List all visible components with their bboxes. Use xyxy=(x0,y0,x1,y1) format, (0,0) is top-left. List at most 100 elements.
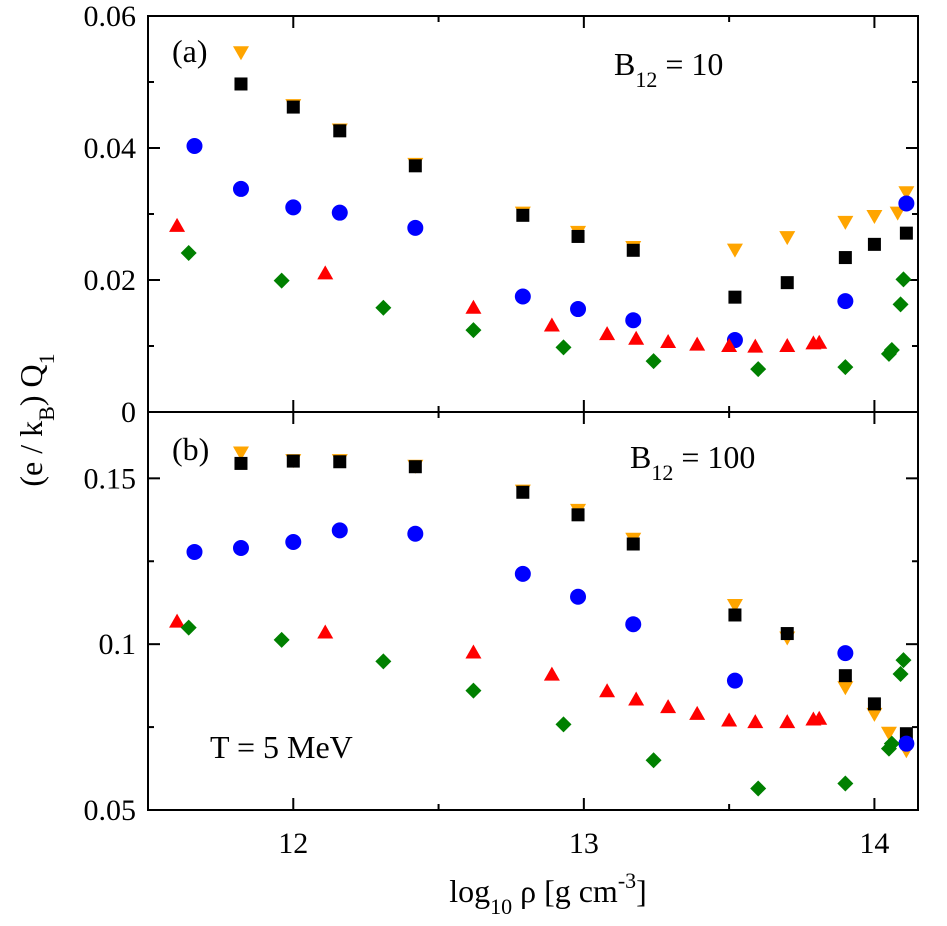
data-point-diamond xyxy=(883,341,900,358)
data-point-circle xyxy=(570,301,587,318)
data-point-square xyxy=(780,627,794,641)
data-point-square xyxy=(408,159,422,173)
data-point-square xyxy=(626,537,640,551)
data-point-diamond xyxy=(895,652,912,669)
data-point-triangle-up xyxy=(811,710,828,725)
data-point-diamond xyxy=(645,752,662,769)
data-point-circle xyxy=(331,204,348,221)
y-tick-label: 0.1 xyxy=(99,628,137,661)
data-point-diamond xyxy=(375,299,392,316)
data-point-circle xyxy=(726,672,743,689)
data-point-triangle-down xyxy=(898,186,915,201)
data-point-square xyxy=(286,100,300,114)
data-point-square xyxy=(286,454,300,468)
panel-a-label: (a) xyxy=(172,33,208,69)
data-point-circle xyxy=(186,138,203,155)
data-point-square xyxy=(867,697,881,711)
data-point-diamond xyxy=(883,735,900,752)
x-axis-label: log10 ρ [g cm-3] xyxy=(449,868,647,919)
data-point-triangle-up xyxy=(628,330,645,345)
data-point-diamond xyxy=(645,353,662,370)
data-point-triangle-up xyxy=(689,705,706,720)
data-point-square xyxy=(234,456,248,470)
panel-b-markers xyxy=(169,446,915,797)
data-point-circle xyxy=(407,525,424,542)
data-point-circle xyxy=(625,616,642,633)
y-tick-label: 0 xyxy=(121,396,136,429)
data-point-diamond xyxy=(837,775,854,792)
y-axis-label: (e / kB) Q1 xyxy=(13,353,59,486)
data-point-diamond xyxy=(837,359,854,376)
data-point-circle xyxy=(331,522,348,539)
data-point-triangle-up xyxy=(811,334,828,349)
panel-b-ticks: 0.050.10.15 xyxy=(84,462,918,827)
data-point-triangle-up xyxy=(465,299,482,314)
data-point-diamond xyxy=(465,682,482,699)
data-point-square xyxy=(408,460,422,474)
data-point-triangle-down xyxy=(779,231,796,246)
data-point-square xyxy=(728,608,742,622)
data-point-triangle-up xyxy=(747,714,764,729)
data-point-square xyxy=(838,251,852,265)
data-point-square xyxy=(333,455,347,469)
data-point-diamond xyxy=(895,271,912,288)
data-point-square xyxy=(516,485,530,499)
panel-a-markers xyxy=(169,46,915,378)
panel-b-frame xyxy=(147,411,919,811)
data-point-square xyxy=(899,226,913,240)
data-point-diamond xyxy=(750,361,767,378)
data-point-square xyxy=(838,669,852,683)
data-point-diamond xyxy=(892,666,909,683)
data-point-triangle-up xyxy=(543,666,560,681)
data-point-circle xyxy=(570,588,587,605)
data-point-triangle-up xyxy=(169,613,186,628)
panel-b-field-label: B12 = 100 xyxy=(630,439,755,485)
data-point-triangle-up xyxy=(599,326,616,341)
panel-a-field-label: B12 = 10 xyxy=(614,46,723,92)
data-point-circle xyxy=(837,645,854,662)
panel-a-frame xyxy=(147,15,919,413)
data-point-circle xyxy=(186,543,203,560)
panel-b-label: (b) xyxy=(172,431,209,467)
data-point-square xyxy=(516,208,530,222)
data-point-circle xyxy=(407,219,424,236)
data-point-triangle-down xyxy=(889,206,906,221)
data-point-diamond xyxy=(375,653,392,670)
data-point-square xyxy=(571,508,585,522)
x-tick-label: 13 xyxy=(569,827,599,860)
data-point-circle xyxy=(285,534,302,551)
x-tick-label: 14 xyxy=(859,827,889,860)
data-point-triangle-up xyxy=(169,217,186,232)
data-point-square xyxy=(626,243,640,257)
data-point-circle xyxy=(898,735,915,752)
x-axis-ticks: 12 13 14 xyxy=(147,16,889,860)
data-point-circle xyxy=(837,293,854,310)
data-point-triangle-up xyxy=(779,714,796,729)
data-point-diamond xyxy=(465,322,482,339)
data-point-triangle-up xyxy=(689,336,706,351)
data-point-circle xyxy=(514,288,531,305)
y-tick-label: 0.02 xyxy=(84,264,137,297)
data-point-square xyxy=(867,237,881,251)
data-point-square xyxy=(780,276,794,290)
panel-a-ticks: 00.020.040.06 xyxy=(84,0,918,429)
data-point-circle xyxy=(285,199,302,216)
data-point-triangle-up xyxy=(721,338,738,352)
data-point-circle xyxy=(232,180,249,197)
data-point-triangle-up xyxy=(599,683,616,698)
data-point-triangle-up xyxy=(317,624,334,639)
y-tick-label: 0.04 xyxy=(84,132,137,165)
data-point-diamond xyxy=(273,272,290,289)
data-point-square xyxy=(571,229,585,243)
data-point-circle xyxy=(232,539,249,556)
x-tick-label: 12 xyxy=(278,827,308,860)
data-point-triangle-down xyxy=(232,446,249,461)
data-point-triangle-up xyxy=(317,265,334,280)
data-point-triangle-down xyxy=(837,681,854,696)
data-point-triangle-down xyxy=(880,726,897,741)
data-point-triangle-up xyxy=(628,691,645,706)
data-point-triangle-up xyxy=(543,317,560,332)
data-point-triangle-up xyxy=(779,338,796,352)
data-point-square xyxy=(234,77,248,91)
data-point-triangle-up xyxy=(660,334,677,349)
